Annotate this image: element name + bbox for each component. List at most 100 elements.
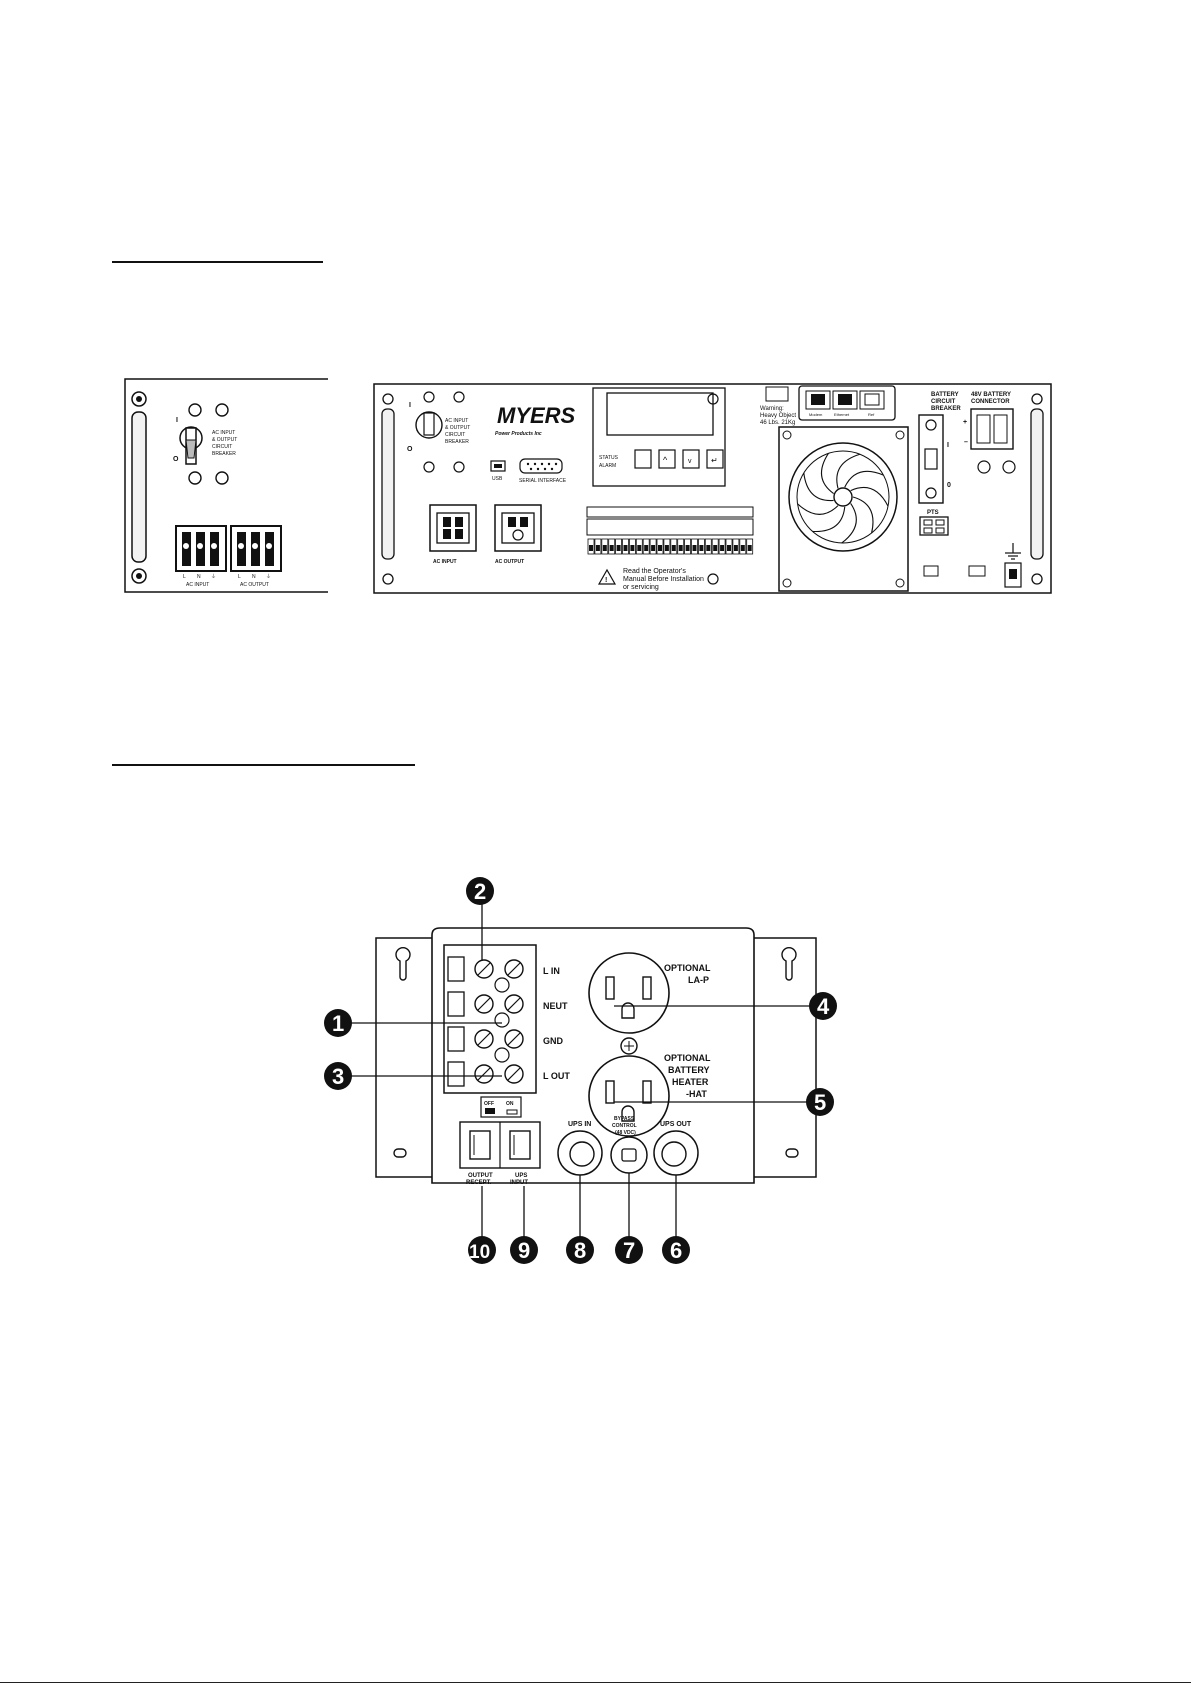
term-label-neut: NEUT bbox=[543, 1001, 568, 1011]
terminal-letter: ⏚ bbox=[211, 573, 216, 580]
contact-screw bbox=[685, 545, 690, 551]
bypass-control-connector[interactable] bbox=[610, 1136, 648, 1174]
fan-icon bbox=[788, 442, 898, 552]
svg-text:6: 6 bbox=[670, 1238, 682, 1263]
fan-blade bbox=[841, 503, 857, 544]
ref-label: Ref bbox=[868, 412, 875, 417]
ac-output-terminal-block bbox=[230, 525, 282, 572]
down-key[interactable] bbox=[682, 449, 700, 469]
screw-icon bbox=[136, 396, 142, 402]
usb-label: USB bbox=[492, 476, 503, 482]
page-bottom-rule bbox=[0, 1682, 1191, 1683]
ac-input-terminal-block bbox=[175, 525, 227, 572]
test-point-icon bbox=[977, 460, 991, 474]
contacts-header bbox=[586, 506, 754, 518]
opt1-label-1: OPTIONAL bbox=[664, 963, 711, 973]
terminal-strip bbox=[443, 944, 537, 1094]
test-point-icon bbox=[1002, 460, 1016, 474]
left-side-panel-figure: I O AC INPUT & OUTPUT CIRCUIT BREAKER L … bbox=[124, 378, 328, 593]
callout-6: 6 bbox=[662, 1236, 690, 1264]
opt1-label-2: LA-P bbox=[688, 975, 709, 985]
section-1-heading-rule bbox=[112, 261, 323, 263]
bypass-control-label-2: CONTROL bbox=[612, 1123, 637, 1129]
up-key[interactable] bbox=[658, 449, 676, 469]
breaker-off-label: O bbox=[173, 456, 179, 463]
callout-9: 9 bbox=[510, 1236, 538, 1264]
contact-screw bbox=[616, 545, 621, 551]
main-breaker-on-label: I bbox=[409, 402, 411, 409]
slot-icon bbox=[785, 1148, 799, 1158]
screw-icon bbox=[1031, 573, 1043, 585]
contact-screw bbox=[602, 545, 607, 551]
optional-la-p-receptacle[interactable] bbox=[588, 952, 670, 1034]
pts-label: PTS bbox=[927, 510, 939, 516]
ground-screw bbox=[494, 977, 510, 993]
main-breaker-toggle[interactable] bbox=[415, 411, 443, 439]
fan-blade bbox=[812, 506, 846, 532]
ups-out-connector[interactable] bbox=[653, 1130, 699, 1176]
myers-logo: MYERS bbox=[497, 403, 576, 428]
ac-output-label: AC OUTPUT bbox=[495, 559, 524, 565]
warning-line-1: Warning: bbox=[760, 406, 784, 412]
fan-blade bbox=[844, 470, 884, 488]
alarm-led-label: ALARM bbox=[599, 463, 616, 469]
terminal-letter: ⏚ bbox=[266, 573, 271, 580]
fan-blade bbox=[803, 472, 834, 501]
caution-line-2: Manual Before Installation bbox=[623, 576, 704, 583]
switch-legend-on: ON bbox=[506, 1101, 514, 1107]
slot-icon bbox=[393, 1148, 407, 1158]
svg-text:9: 9 bbox=[518, 1238, 530, 1263]
contact-screw bbox=[692, 545, 697, 551]
mounting-rail bbox=[1030, 408, 1044, 560]
contact-screw bbox=[658, 545, 662, 551]
mounting-rail bbox=[381, 408, 395, 560]
optional-battery-heater-receptacle[interactable] bbox=[588, 1055, 670, 1137]
battery-breaker-off-label: 0 bbox=[947, 482, 951, 489]
warning-line-2: Heavy Object bbox=[760, 413, 796, 419]
screw-icon bbox=[382, 573, 394, 585]
terminal-letter: N bbox=[252, 574, 256, 580]
ups-input-label-1: UPS bbox=[515, 1173, 527, 1179]
breaker-label-line-2: & OUTPUT bbox=[212, 437, 237, 443]
ups-input-switch[interactable] bbox=[509, 1130, 531, 1160]
enter-key[interactable] bbox=[706, 449, 724, 469]
opt2-label-2: BATTERY bbox=[668, 1065, 710, 1075]
fan-blade bbox=[797, 503, 839, 515]
callout-2: 2 bbox=[466, 877, 494, 905]
ups-in-label: UPS IN bbox=[568, 1121, 591, 1128]
contact-screw bbox=[706, 545, 711, 551]
output-receptacle-switch[interactable] bbox=[469, 1130, 491, 1160]
svg-text:2: 2 bbox=[474, 879, 486, 904]
terminal-clamp bbox=[447, 1061, 465, 1087]
external-pwr-connector-icon bbox=[923, 565, 939, 577]
battery-breaker-toggle[interactable] bbox=[924, 448, 938, 470]
screw-icon bbox=[136, 573, 142, 579]
caution-line-3: or servicing bbox=[623, 584, 659, 591]
caution-icon bbox=[597, 568, 617, 585]
battery-breaker-on-label: I bbox=[947, 442, 949, 449]
screw-icon bbox=[131, 568, 147, 584]
main-breaker-off-label: O bbox=[407, 446, 413, 453]
ac-input-label: AC INPUT bbox=[433, 559, 457, 565]
contact-screw bbox=[699, 545, 704, 551]
contact-screw bbox=[644, 545, 649, 551]
term-label-l-out: L OUT bbox=[543, 1071, 570, 1081]
screw-icon bbox=[382, 393, 394, 405]
ups-in-connector[interactable] bbox=[557, 1130, 603, 1176]
lcd-display bbox=[606, 392, 714, 436]
main-breaker-label-3: CIRCUIT bbox=[445, 432, 465, 438]
battery-connector-label-1: 48V BATTERY bbox=[971, 392, 1011, 398]
serial-label: SERIAL INTERFACE bbox=[519, 478, 567, 484]
breaker-toggle[interactable] bbox=[179, 426, 203, 465]
output-recept-label-2: RECEPT. bbox=[466, 1180, 492, 1186]
svg-text:!: ! bbox=[605, 577, 607, 584]
main-breaker-label-1: AC INPUT bbox=[445, 418, 468, 424]
contact-screw bbox=[651, 545, 656, 551]
contact-screw bbox=[720, 545, 725, 551]
contact-screw bbox=[740, 545, 745, 551]
contact-screw bbox=[664, 545, 669, 551]
keyhole-icon bbox=[781, 946, 797, 981]
ground-screw bbox=[494, 1047, 510, 1063]
fan-blade bbox=[821, 453, 834, 495]
menu-key[interactable] bbox=[634, 449, 652, 469]
